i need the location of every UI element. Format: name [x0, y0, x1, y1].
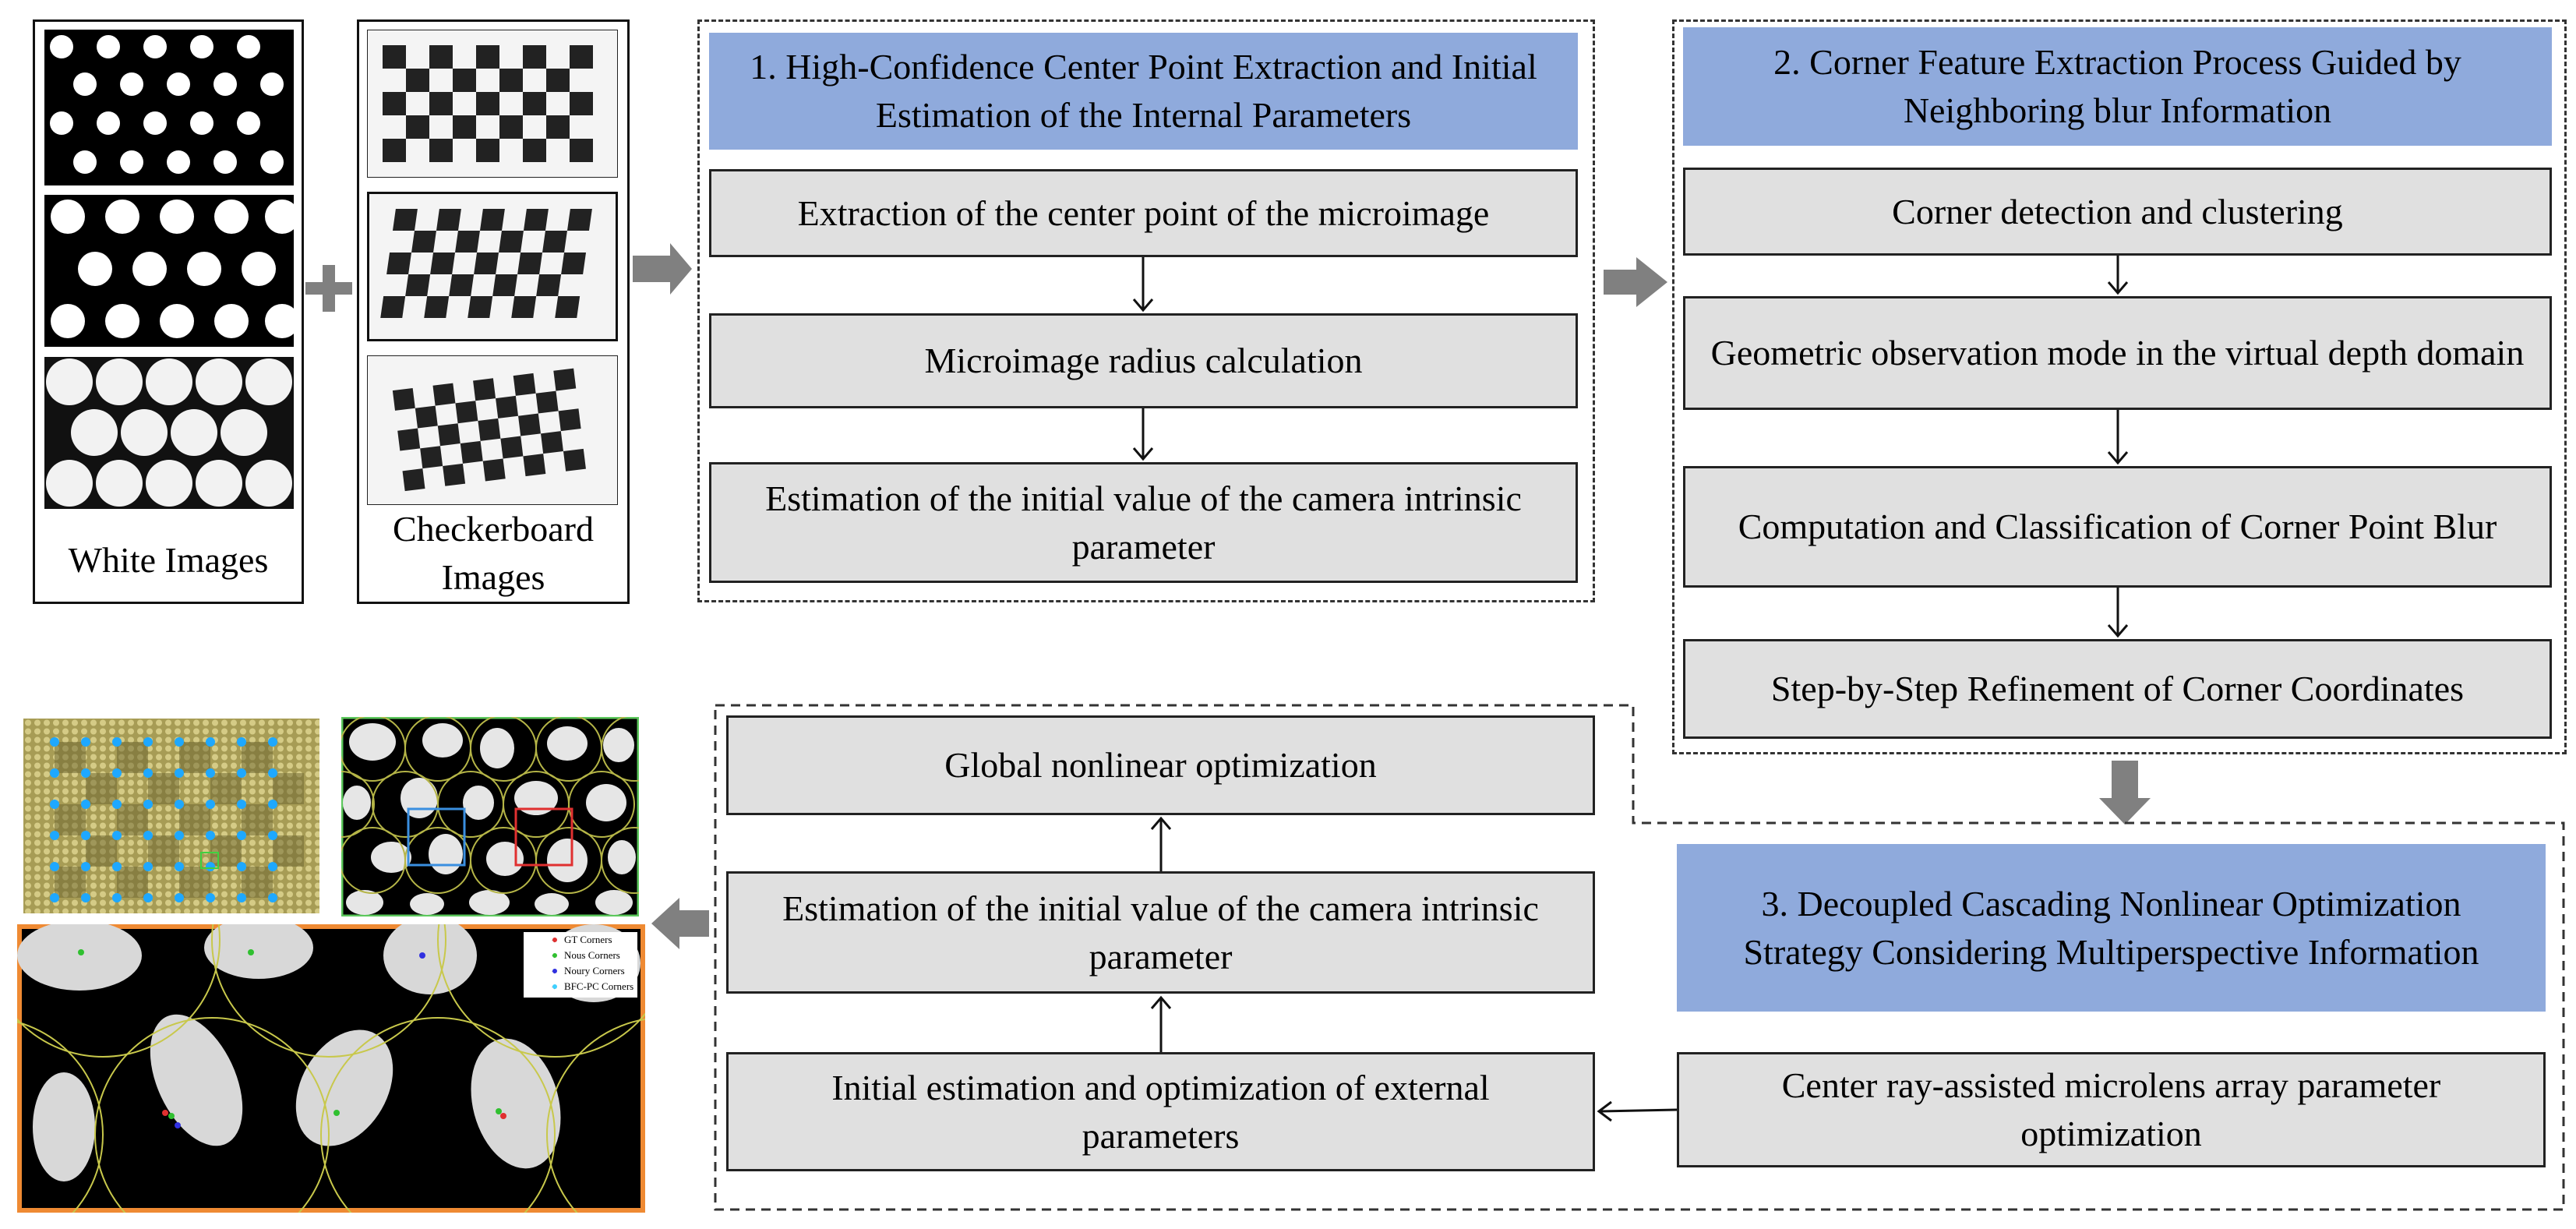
stage2-step-geometric-observation: Geometric observation mode in the virtua… [1683, 296, 2552, 410]
stage2-step-corner-detection: Corner detection and clustering [1683, 168, 2552, 256]
checkerboard-images-panel: Checkerboard Images [357, 19, 630, 604]
arrow-stage3-to-results [651, 898, 709, 949]
checkerboard-image-1 [367, 30, 618, 178]
legend-entry-gt: GT Corners [564, 934, 612, 945]
corner-comparison-image: + + + + GT Corners Nous Corners Noury Co… [17, 924, 645, 1213]
white-images-panel: White Images [33, 19, 304, 604]
stage3-step-microlens-optimization: Center ray-assisted microlens array para… [1677, 1052, 2546, 1167]
arrow-stage2-to-stage3 [2099, 761, 2151, 825]
arrow-inputs-to-stage1 [633, 243, 692, 295]
checkerboard-images-label: Checkerboard Images [359, 505, 627, 602]
checkerboard-image-3 [367, 355, 618, 505]
white-images-label: White Images [68, 540, 269, 580]
stage2-title: 2. Corner Feature Extraction Process Gui… [1683, 27, 2552, 146]
checkerboard-image-2 [367, 192, 618, 341]
legend-entry-nous: Nous Corners [564, 949, 620, 961]
legend-entry-bfc: BFC-PC Corners [564, 980, 633, 992]
legend-entry-noury: Noury Corners [564, 965, 625, 976]
checkerboard-label-line1: Checkerboard [393, 509, 594, 549]
stage2-container [1672, 19, 2567, 754]
stage3-container-outline [714, 704, 2565, 1211]
stage1-step-center-extraction: Extraction of the center point of the mi… [709, 169, 1578, 257]
stage3-step-global-optimization: Global nonlinear optimization [726, 715, 1595, 815]
stage1-title: 1. High-Confidence Center Point Extracti… [709, 33, 1578, 150]
stage3-step-external-parameters: Initial estimation and optimization of e… [726, 1052, 1595, 1171]
stage1-step-intrinsic-initial: Estimation of the initial value of the c… [709, 462, 1578, 583]
plus-sign [305, 265, 352, 312]
stage2-step-refinement: Step-by-Step Refinement of Corner Coordi… [1683, 639, 2552, 739]
white-image-large-dots [44, 357, 294, 509]
microimage-crop-image [341, 717, 639, 916]
arrow-stage1-to-stage2 [1604, 257, 1667, 307]
stage1-container [697, 19, 1595, 602]
white-image-small-dots [44, 30, 294, 185]
stage2-step-blur-classification: Computation and Classification of Corner… [1683, 466, 2552, 588]
white-image-medium-dots [44, 195, 294, 347]
stage1-step-radius-calculation: Microimage radius calculation [709, 313, 1578, 408]
checkerboard-label-line2: Images [441, 557, 545, 597]
stage3-title: 3. Decoupled Cascading Nonlinear Optimiz… [1677, 844, 2546, 1012]
corner-mosaic-image [23, 719, 319, 913]
stage3-step-intrinsic-initial: Estimation of the initial value of the c… [726, 871, 1595, 994]
